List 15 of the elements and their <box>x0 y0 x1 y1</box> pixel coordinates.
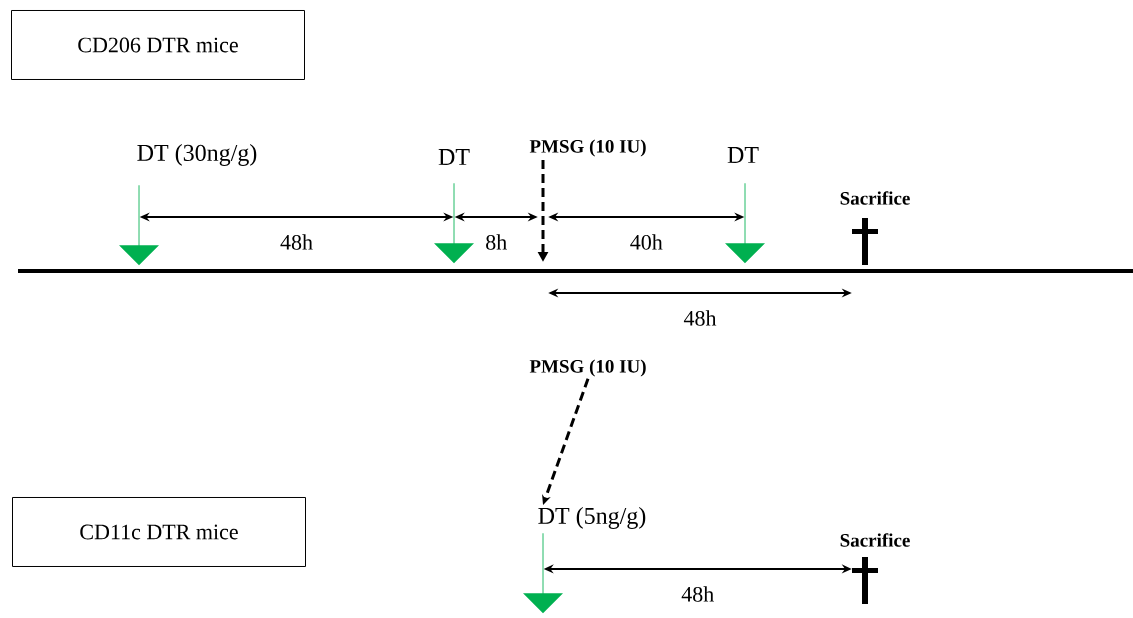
injection-label: PMSG (10 IU) <box>529 139 646 157</box>
label-box: CD206 DTR mice <box>11 10 305 80</box>
injection-label: PMSG (10 IU) <box>529 359 646 377</box>
dose-label: DT <box>727 147 759 163</box>
dose-label: DT (30ng/g) <box>137 144 257 166</box>
dose-label: DT (5ng/g) <box>538 507 646 529</box>
edge-label: 48h <box>680 585 716 603</box>
edge-label: 48h <box>682 309 718 327</box>
edge-label: 48h <box>279 233 314 251</box>
endpoint-label: Sacrifice <box>840 191 910 205</box>
endpoint-label: Sacrifice <box>840 533 910 547</box>
edge-label: 40h <box>628 233 664 251</box>
edge-label: 8h <box>484 233 509 251</box>
dose-label: DT <box>438 149 470 165</box>
label-box: CD11c DTR mice <box>12 497 306 567</box>
